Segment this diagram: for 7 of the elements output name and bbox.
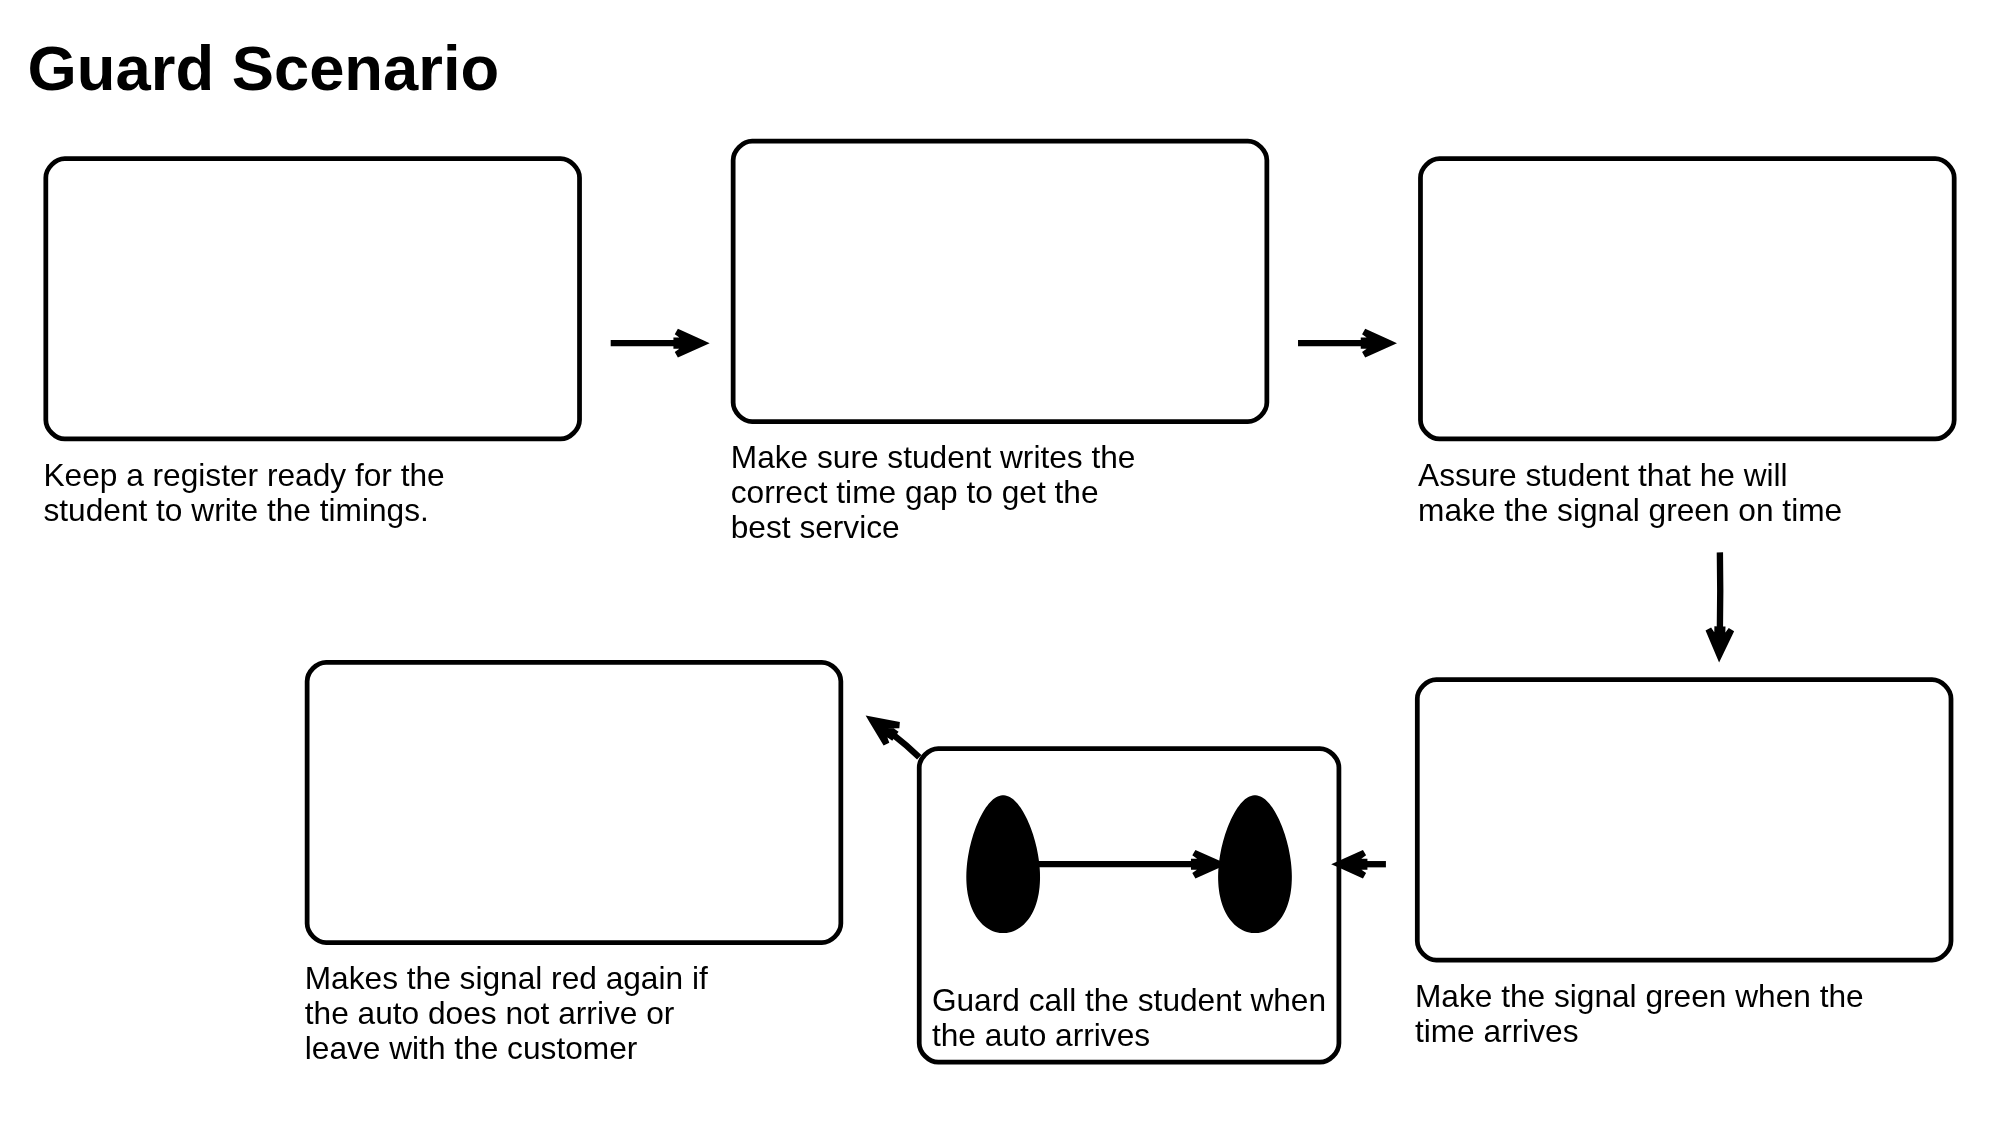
node-label: Makes the signal red again if the auto does not arrive or leave with the customer (304, 960, 708, 1066)
node-label: Guard call the student when the auto arrives (931, 982, 1327, 1054)
node-label: Make sure student writes the correct time gap to get the best service (730, 439, 1136, 545)
node-label: Keep a register ready for the student to write the timings. (43, 456, 445, 528)
node-label: Make the signal green when the time arrives (1414, 977, 1864, 1049)
diagram-title: Guard Scenario (27, 32, 500, 103)
node-label: Assure student that he will make the signal green on time (1418, 456, 1843, 528)
